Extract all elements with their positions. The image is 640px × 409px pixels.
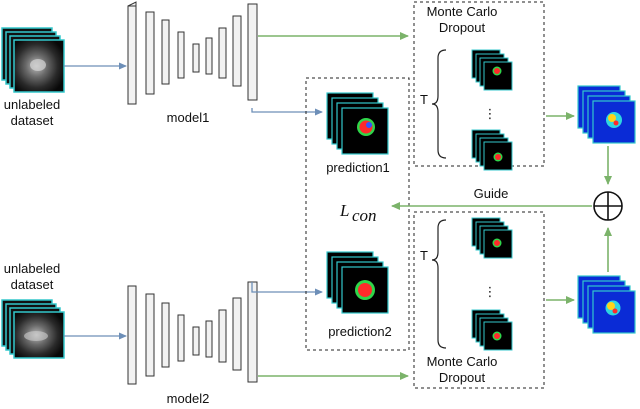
mc-dropout-top-box — [413, 1, 545, 167]
loss-symbol-main: L — [339, 201, 349, 220]
consistency-loss-symbol: L con — [339, 201, 377, 225]
mc-bottom-dots: ⋮ — [484, 284, 497, 299]
dataset-bottom-label-line1: unlabeled — [4, 261, 60, 276]
arrow-model2-to-prediction2 — [251, 282, 323, 296]
uncertainty-map-bottom-stack — [577, 275, 636, 334]
prediction1-stack — [326, 92, 389, 155]
unlabeled-dataset-top-stack — [1, 27, 65, 93]
loss-symbol-subscript: con — [352, 206, 377, 225]
prediction1-label: prediction1 — [326, 160, 390, 175]
mc-top-label-line2: Dropout — [439, 20, 486, 35]
mc-bottom-t-label: T — [420, 248, 428, 263]
mc-bottom-label-line1: Monte Carlo — [427, 354, 498, 369]
dataset-top-label-line2: dataset — [11, 113, 54, 128]
dataset-bottom-label-line2: dataset — [11, 277, 54, 292]
mc-bottom-brace — [431, 219, 447, 349]
model2-network — [127, 281, 258, 385]
arrow-model1-to-prediction1 — [251, 108, 323, 116]
mc-top-dots: ⋮ — [484, 106, 497, 121]
mc-dropout-bottom-box — [413, 211, 545, 389]
mc-bottom-sample-stack-1 — [471, 217, 513, 259]
mc-bottom-sample-stack-2 — [471, 309, 513, 351]
model1-label: model1 — [167, 110, 210, 125]
prediction2-label: prediction2 — [328, 324, 392, 339]
consistency-dashed-box — [305, 77, 410, 351]
dataset-top-label-line1: unlabeled — [4, 97, 60, 112]
model2-label: model2 — [167, 391, 210, 406]
mc-top-sample-stack-1 — [471, 49, 513, 91]
prediction2-stack — [326, 251, 389, 314]
mc-top-brace — [431, 49, 447, 159]
guide-label: Guide — [474, 186, 509, 201]
sum-operator-icon — [593, 191, 623, 221]
mc-top-label-line1: Monte Carlo — [427, 4, 498, 19]
mc-top-t-label: T — [420, 92, 428, 107]
mc-top-sample-stack-2 — [471, 129, 513, 171]
model1-network — [127, 1, 258, 105]
mc-bottom-label-line2: Dropout — [439, 370, 486, 385]
uncertainty-map-top-stack — [577, 85, 636, 144]
unlabeled-dataset-bottom-stack — [1, 299, 65, 359]
